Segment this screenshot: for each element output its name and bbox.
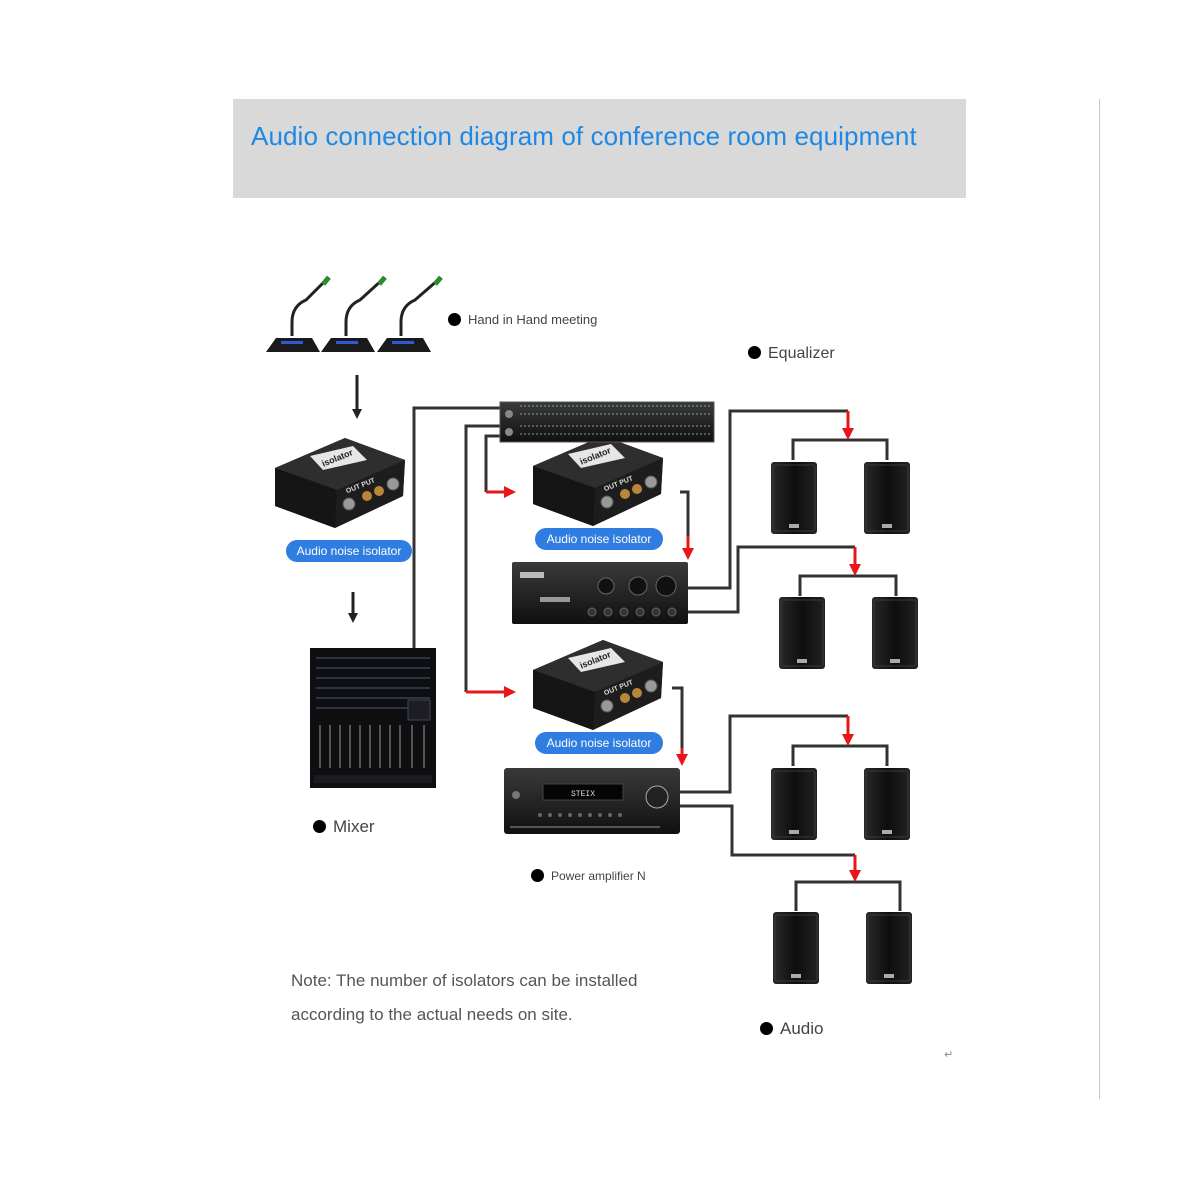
bullet-dot [313,820,326,834]
paragraph-mark: ↵ [944,1049,954,1061]
bullet-dot [531,869,544,883]
speaker-5 [770,767,818,841]
bullet-dot [748,346,761,360]
isolator-label-left: Audio noise isolator [286,540,412,562]
receiver-display: STEIX [571,790,595,799]
wire-split-1 [791,438,889,460]
power-amplifier-device: STEIX [504,768,680,834]
bullet-dot [448,313,461,327]
amplifier-device-1 [512,562,688,624]
speaker-3 [778,596,826,670]
conference-microphones [266,275,443,352]
speaker-7 [772,911,820,985]
page-title: Audio connection diagram of conference r… [251,121,917,151]
wire-isolator2-amp2 [672,686,684,752]
microphone-1 [266,275,331,352]
wire-amp1-speakers-a [688,409,848,590]
speaker-6 [863,767,911,841]
wire-amp2-speakers-b [680,804,855,857]
label-audio-text: Audio [780,1019,824,1038]
wires [412,406,902,911]
mixer-device [310,648,436,788]
label-mixer: Mixer [313,817,375,837]
speaker-1 [770,461,818,535]
speaker-2 [863,461,911,535]
title-banner: Audio connection diagram of conference r… [233,99,966,198]
wire-split-2 [798,574,898,596]
label-power-amplifier: Power amplifier N [531,869,646,883]
wire-isolator1-amp1 [680,490,690,540]
page-edge-rule [1099,99,1100,1099]
note-line-1: Note: The number of isolators can be ins… [291,971,638,990]
microphone-3 [377,275,443,352]
label-equalizer: Equalizer [748,345,835,363]
label-mixer-text: Mixer [333,817,375,836]
label-power-amplifier-text: Power amplifier N [551,869,646,883]
equalizer-device [499,401,715,443]
microphone-2 [321,275,387,352]
speaker-8 [865,911,913,985]
label-meeting-text: Hand in Hand meeting [468,312,598,327]
wire-split-3 [791,744,889,766]
note-line-2: according to the actual needs on site. [291,1005,573,1024]
red-arrows [466,411,861,882]
wire-amp2-speakers-a [680,714,848,794]
label-audio: Audio [760,1019,823,1039]
black-arrows [348,375,362,623]
wire-equalizer-isolator-1 [484,434,503,492]
label-meeting: Hand in Hand meeting [448,312,597,327]
speakers [770,461,919,985]
wire-split-4 [794,880,902,911]
wire-amp1-speakers-b [688,545,855,614]
bullet-dot [760,1022,773,1036]
speaker-4 [871,596,919,670]
isolator-label-1: Audio noise isolator [535,528,663,550]
isolator-label-2: Audio noise isolator [535,732,663,754]
wire-mixer-equalizer [412,406,503,648]
wire-equalizer-isolator-2 [464,424,503,692]
label-equalizer-text: Equalizer [768,345,835,362]
